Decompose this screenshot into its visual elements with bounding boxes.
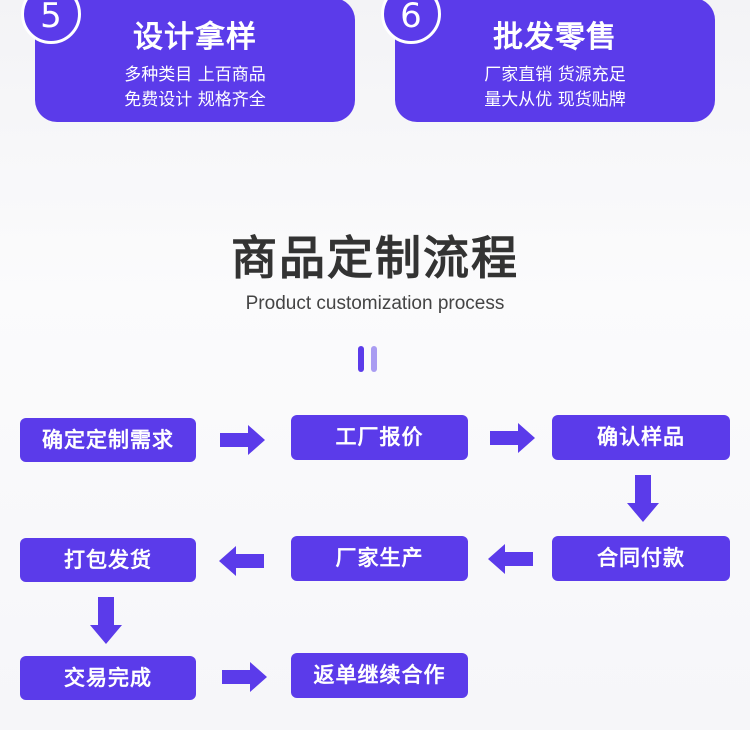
arrow-right-icon [220, 425, 265, 455]
arrow-right-icon [490, 423, 535, 453]
arrow-down-icon [627, 475, 659, 522]
card-line: 量大从优 现货贴牌 [484, 90, 626, 110]
card-line: 免费设计 规格齐全 [124, 90, 266, 110]
process-step-factory-production: 厂家生产 [291, 536, 468, 581]
card-line: 多种类目 上百商品 [124, 65, 266, 85]
process-step-pack-ship: 打包发货 [20, 538, 196, 582]
step-number-badge: 5 [21, 0, 81, 44]
card-title: 设计拿样 [133, 20, 257, 55]
process-step-contract-payment: 合同付款 [552, 536, 730, 581]
arrow-right-icon [222, 662, 267, 692]
card-title: 批发零售 [493, 20, 617, 55]
arrow-down-icon [90, 597, 122, 644]
feature-card-wholesale-retail: 6 批发零售 厂家直销 货源充足 量大从优 现货贴牌 [381, 0, 715, 122]
section-subtitle: Product customization process [245, 293, 505, 314]
section-title: 商品定制流程 [231, 231, 519, 285]
process-step-repeat-order: 返单继续合作 [291, 653, 468, 698]
title-divider-bars [358, 346, 382, 372]
process-step-factory-quote: 工厂报价 [291, 415, 468, 460]
process-step-deal-complete: 交易完成 [20, 656, 196, 700]
card-line: 厂家直销 货源充足 [484, 65, 626, 85]
arrow-left-icon [219, 546, 264, 576]
process-step-confirm-sample: 确认样品 [552, 415, 730, 460]
arrow-left-icon [488, 544, 533, 574]
feature-card-design-sample: 5 设计拿样 多种类目 上百商品 免费设计 规格齐全 [21, 0, 355, 122]
process-step-confirm-requirements: 确定定制需求 [20, 418, 196, 462]
